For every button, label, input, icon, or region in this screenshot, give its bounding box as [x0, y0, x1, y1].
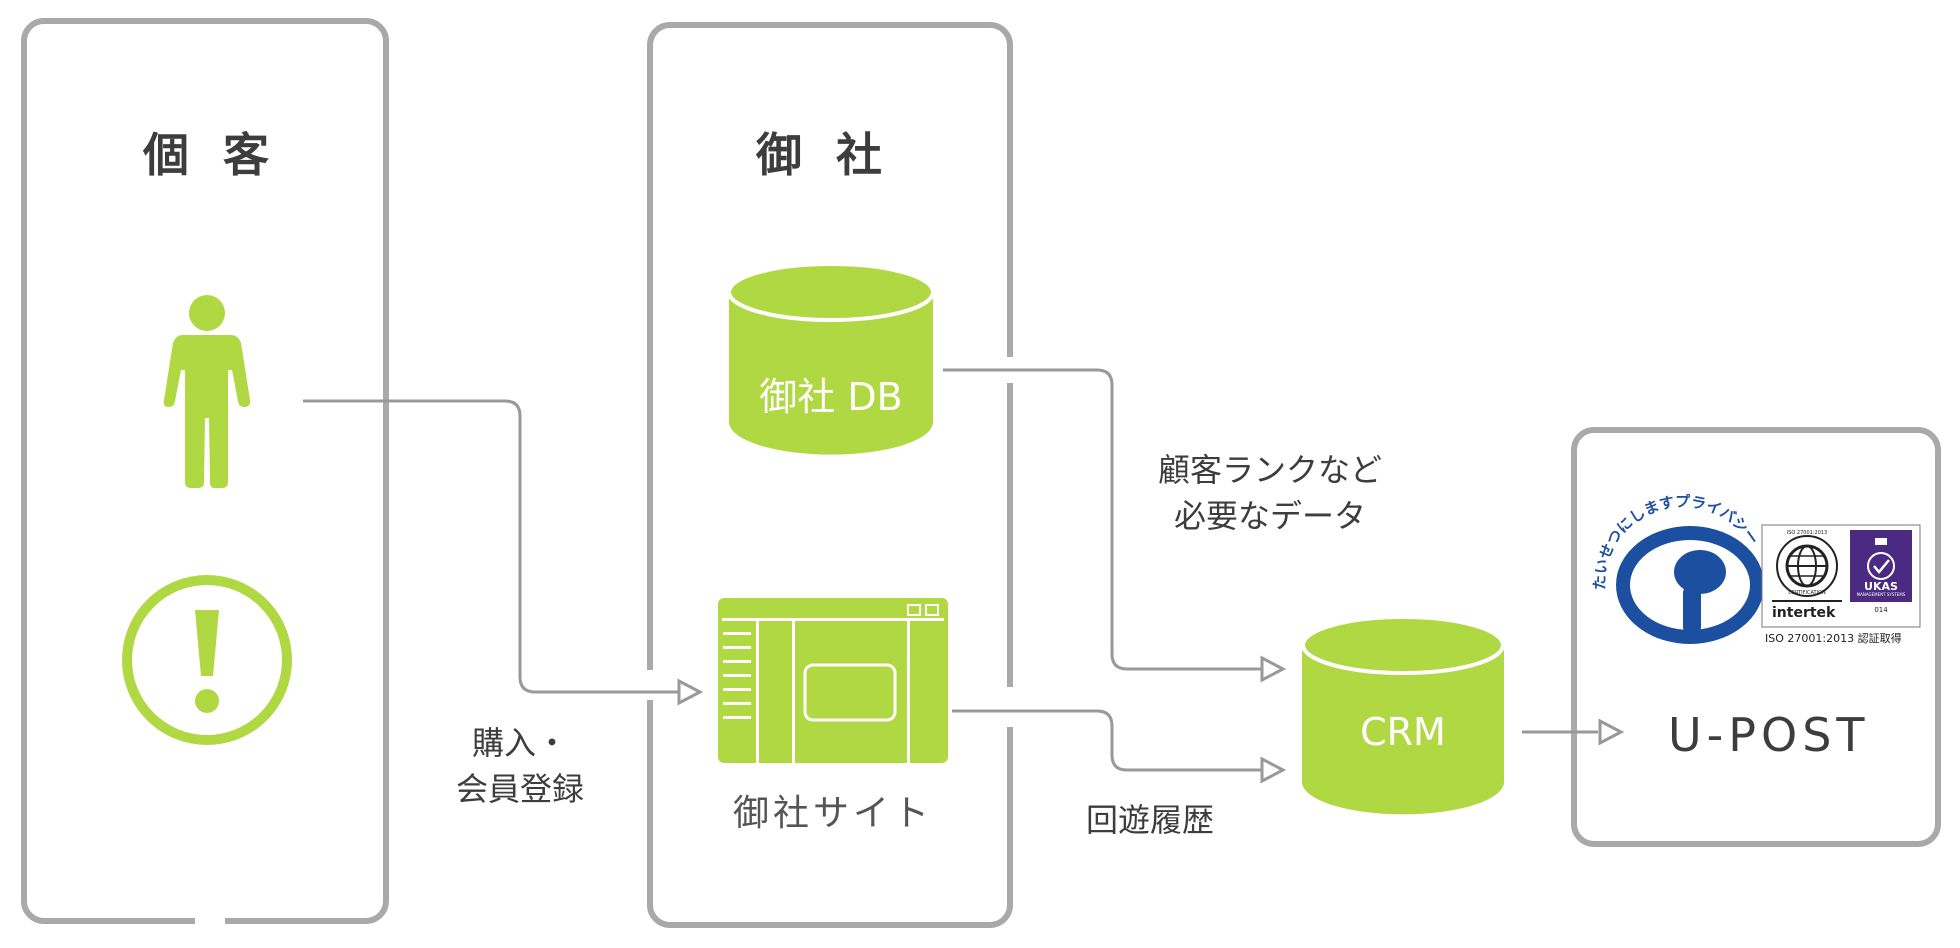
- purchase-label: 購入・ 会員登録: [440, 720, 600, 812]
- company-column-title: 御社: [756, 128, 916, 182]
- crm-cylinder: [1301, 615, 1505, 815]
- customer-column-title: 個客: [143, 128, 303, 182]
- company-db-label: 御社 DB: [759, 375, 903, 419]
- iso-badge-text: ISO 27001:2013 認証取得: [1765, 632, 1902, 645]
- purchase-label-line2: 会員登録: [455, 770, 584, 808]
- company-site-label: 御社サイト: [732, 793, 933, 834]
- arrowhead-upost: [1598, 718, 1625, 746]
- cert-ring-top-text: ISO 27001:2013: [1786, 530, 1828, 536]
- alert-icon: [122, 575, 292, 745]
- arrowheads: [677, 655, 1625, 784]
- company-db-cylinder: [727, 262, 935, 455]
- db-to-crm-label-line1: 顧客ランクなど: [1157, 451, 1382, 489]
- purchase-arrow-line: [303, 399, 678, 694]
- site-window-icon: [718, 598, 948, 763]
- upost-panel: [1571, 427, 1941, 847]
- connectors: [303, 368, 1598, 772]
- privacy-mark-logo: たいせつにしますプライバシー: [1591, 493, 1764, 644]
- db-to-crm-label: 顧客ランクなど 必要なデータ: [1130, 447, 1410, 539]
- db-to-crm-arrow-line: [943, 368, 1262, 671]
- arrowhead-site: [677, 678, 704, 706]
- site-to-crm-label: 回遊履歴: [1085, 801, 1214, 839]
- ukas-number-text: 014: [1874, 606, 1888, 614]
- intertek-text: intertek: [1772, 605, 1836, 621]
- person-icon: [163, 295, 251, 488]
- company-panel: [647, 22, 1013, 928]
- db-to-crm-label-line2: 必要なデータ: [1173, 497, 1366, 535]
- site-to-crm-arrow-line: [952, 709, 1262, 772]
- upost-label: U-POST: [1668, 708, 1870, 762]
- cert-ring-bottom-text: CERTIFICATION: [1788, 590, 1826, 596]
- crm-label: CRM: [1360, 710, 1446, 754]
- ukas-text: UKAS: [1864, 580, 1898, 593]
- ukas-sub-text: MANAGEMENT SYSTEMS: [1856, 592, 1906, 597]
- customer-panel-gap: [195, 912, 225, 928]
- iso-certification-badge: [1761, 524, 1921, 628]
- arrowhead-crm-1: [1260, 655, 1287, 683]
- company-panel-gap-2: [643, 670, 657, 700]
- company-panel-gap-3: [1003, 687, 1017, 727]
- purchase-label-line1: 購入・: [471, 724, 568, 762]
- arrowhead-crm-2: [1260, 756, 1287, 784]
